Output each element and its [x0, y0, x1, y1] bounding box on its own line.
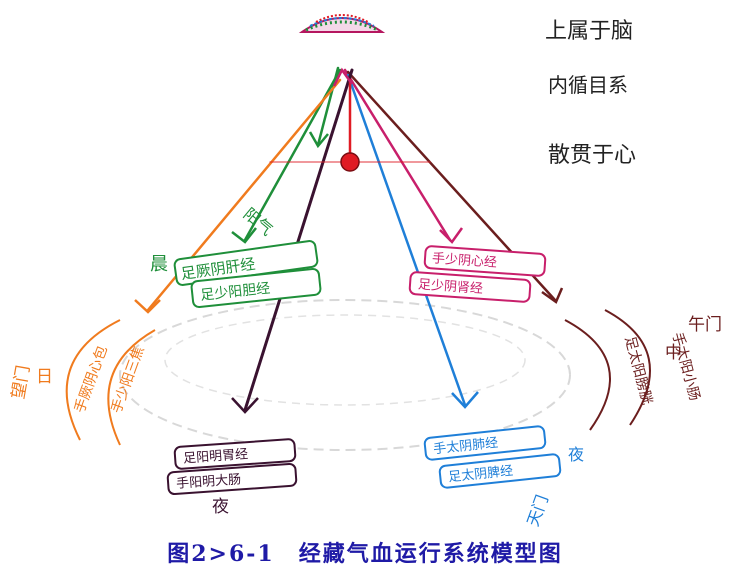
figure-caption: 图2>6-1 经藏气血运行系统模型图: [167, 541, 563, 567]
meridian-lines: [146, 66, 557, 412]
brain-cap: [298, 14, 386, 33]
bottom-right-gate-label: 天门: [523, 492, 552, 529]
blue-group: 手太阴肺经 足太阴脾经 天门 夜: [423, 425, 584, 529]
blue-label-2: 足太阴脾经: [448, 464, 514, 486]
bottom-right-gate-label-2: 夜: [568, 445, 584, 464]
dawn-label: 晨: [150, 254, 168, 275]
night-label: 夜: [212, 497, 229, 517]
center-node: [340, 152, 360, 172]
black-label-2: 手阳明大肠: [176, 472, 242, 491]
green-label-2: 足少阳胆经: [200, 281, 271, 304]
left-gate-label: 望门: [8, 364, 34, 401]
blue-label-1: 手太阴肺经: [433, 436, 499, 458]
note-line-3: 散贯于心: [548, 143, 636, 168]
orange-label-2: 手少阳三焦: [109, 344, 148, 415]
right-gate-label-2: 中: [665, 343, 682, 363]
base-ellipse-outer: [119, 299, 571, 451]
base-ellipse-inner: [164, 314, 526, 406]
orange-group: 手厥阴心包 手少阳三焦 望门 日: [8, 319, 156, 446]
pink-group: 手少阴心经 足少阴肾经: [408, 245, 547, 303]
maroon-group: 足太阳膀胱 手太阳小肠 午门 中: [564, 309, 722, 431]
right-gate-label: 午门: [688, 315, 722, 335]
black-label-1: 足阳明胃经: [183, 447, 249, 466]
black-group: 足阳明胃经 手阳明大肠 夜: [166, 438, 298, 517]
arrowheads: [134, 67, 564, 414]
pink-label-1: 手少阴心经: [432, 251, 498, 270]
note-line-2: 内循目系: [548, 73, 628, 97]
yang-label: 阳气: [240, 204, 277, 239]
pink-label-2: 足少阴肾经: [417, 277, 483, 296]
maroon-label-2: 手太阳小肠: [669, 331, 703, 403]
notes: 上属于脑 内循目系 散贯于心: [545, 19, 636, 168]
note-line-1: 上属于脑: [545, 19, 633, 44]
left-gate-label-2: 日: [36, 367, 53, 387]
green-group: 足厥阴肝经 足少阳胆经 晨 阳气: [150, 204, 322, 309]
